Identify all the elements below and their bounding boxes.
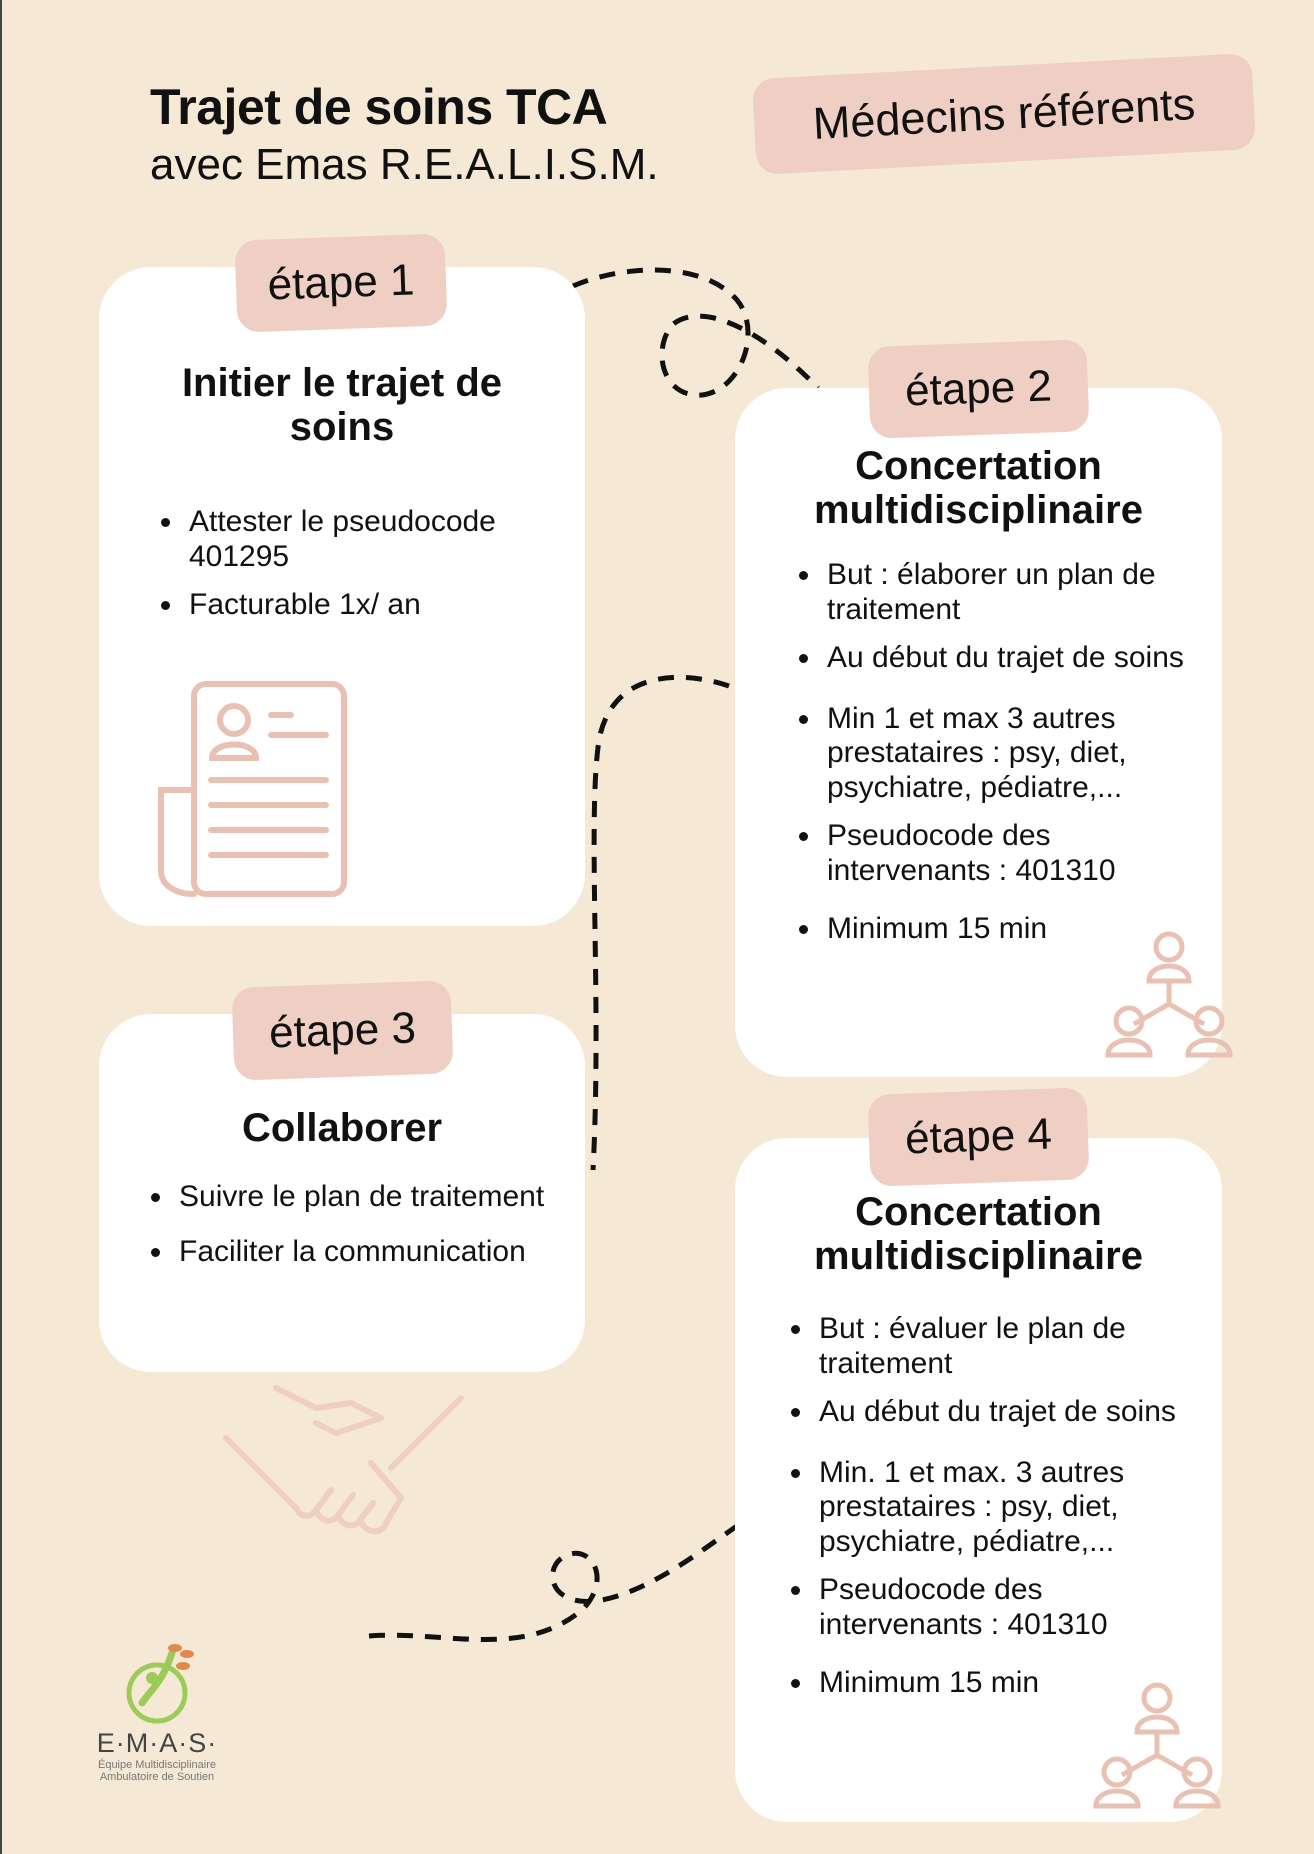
- step-title: Concertation multidisciplinaire: [814, 444, 1143, 532]
- step-bullets: Suivre le plan de traitement Faciliter l…: [149, 1180, 549, 1283]
- bullet: Faciliter la communication: [149, 1235, 549, 1270]
- step-title: Collaborer: [241, 1106, 443, 1150]
- bullet: But : évaluer le plan de traitement: [789, 1312, 1209, 1381]
- bullet: Min. 1 et max. 3 autres prestataires : p…: [789, 1456, 1209, 1560]
- step-1-card: Initier le trajet de soins Attester le p…: [99, 267, 585, 926]
- bullet: Facturable 1x/ an: [159, 588, 559, 623]
- logo-name: E·M·A·S·: [96, 1728, 218, 1758]
- bullet: Min 1 et max 3 autres prestataires : psy…: [797, 702, 1207, 806]
- step-1-badge: étape 1: [234, 233, 448, 333]
- step-4-badge: étape 4: [867, 1087, 1090, 1187]
- step-2-card: Concertation multidisciplinaire But : él…: [735, 388, 1222, 1077]
- bullet: Suivre le plan de traitement: [149, 1180, 549, 1215]
- bullet: Pseudocode des intervenants : 401310: [797, 819, 1207, 888]
- bullet: But : élaborer un plan de traitement: [797, 558, 1207, 627]
- step-2-badge: étape 2: [867, 339, 1090, 439]
- step-title: Concertation multidisciplinaire: [814, 1190, 1143, 1278]
- logo-line2: Ambulatoire de Soutien: [99, 1771, 215, 1783]
- bullet: Au début du trajet de soins: [789, 1395, 1209, 1430]
- bullet: Pseudocode des intervenants : 401310: [789, 1573, 1209, 1642]
- step-bullets: But : évaluer le plan de traitement Au d…: [789, 1312, 1209, 1715]
- bullet: Attester le pseudocode 401295: [159, 505, 559, 574]
- step-title: Initier le trajet de soins: [181, 361, 503, 449]
- bullet: Au début du trajet de soins: [797, 641, 1207, 676]
- step-bullets: Attester le pseudocode 401295 Facturable…: [159, 505, 559, 637]
- bullet: Minimum 15 min: [789, 1666, 1209, 1701]
- people-network-icon: [1093, 1682, 1221, 1809]
- step-bullets: But : élaborer un plan de traitement Au …: [797, 558, 1207, 961]
- page-subtitle: avec Emas R.E.A.L.I.S.M.: [150, 140, 659, 189]
- step-3-badge: étape 3: [231, 980, 454, 1081]
- handshake-icon: [223, 1385, 464, 1535]
- logo-line1: Équipe Multidisciplinaire: [97, 1759, 216, 1771]
- emas-logo: E·M·A·S· Équipe Multidisciplinaire Ambul…: [72, 1638, 242, 1803]
- people-network-icon: [1105, 931, 1233, 1058]
- step-4-card: Concertation multidisciplinaire But : év…: [735, 1138, 1222, 1822]
- document-icon: [158, 681, 347, 897]
- logo-figure-icon: [126, 1644, 194, 1724]
- bullet: Minimum 15 min: [797, 912, 1207, 947]
- page-title: Trajet de soins TCA: [150, 79, 608, 135]
